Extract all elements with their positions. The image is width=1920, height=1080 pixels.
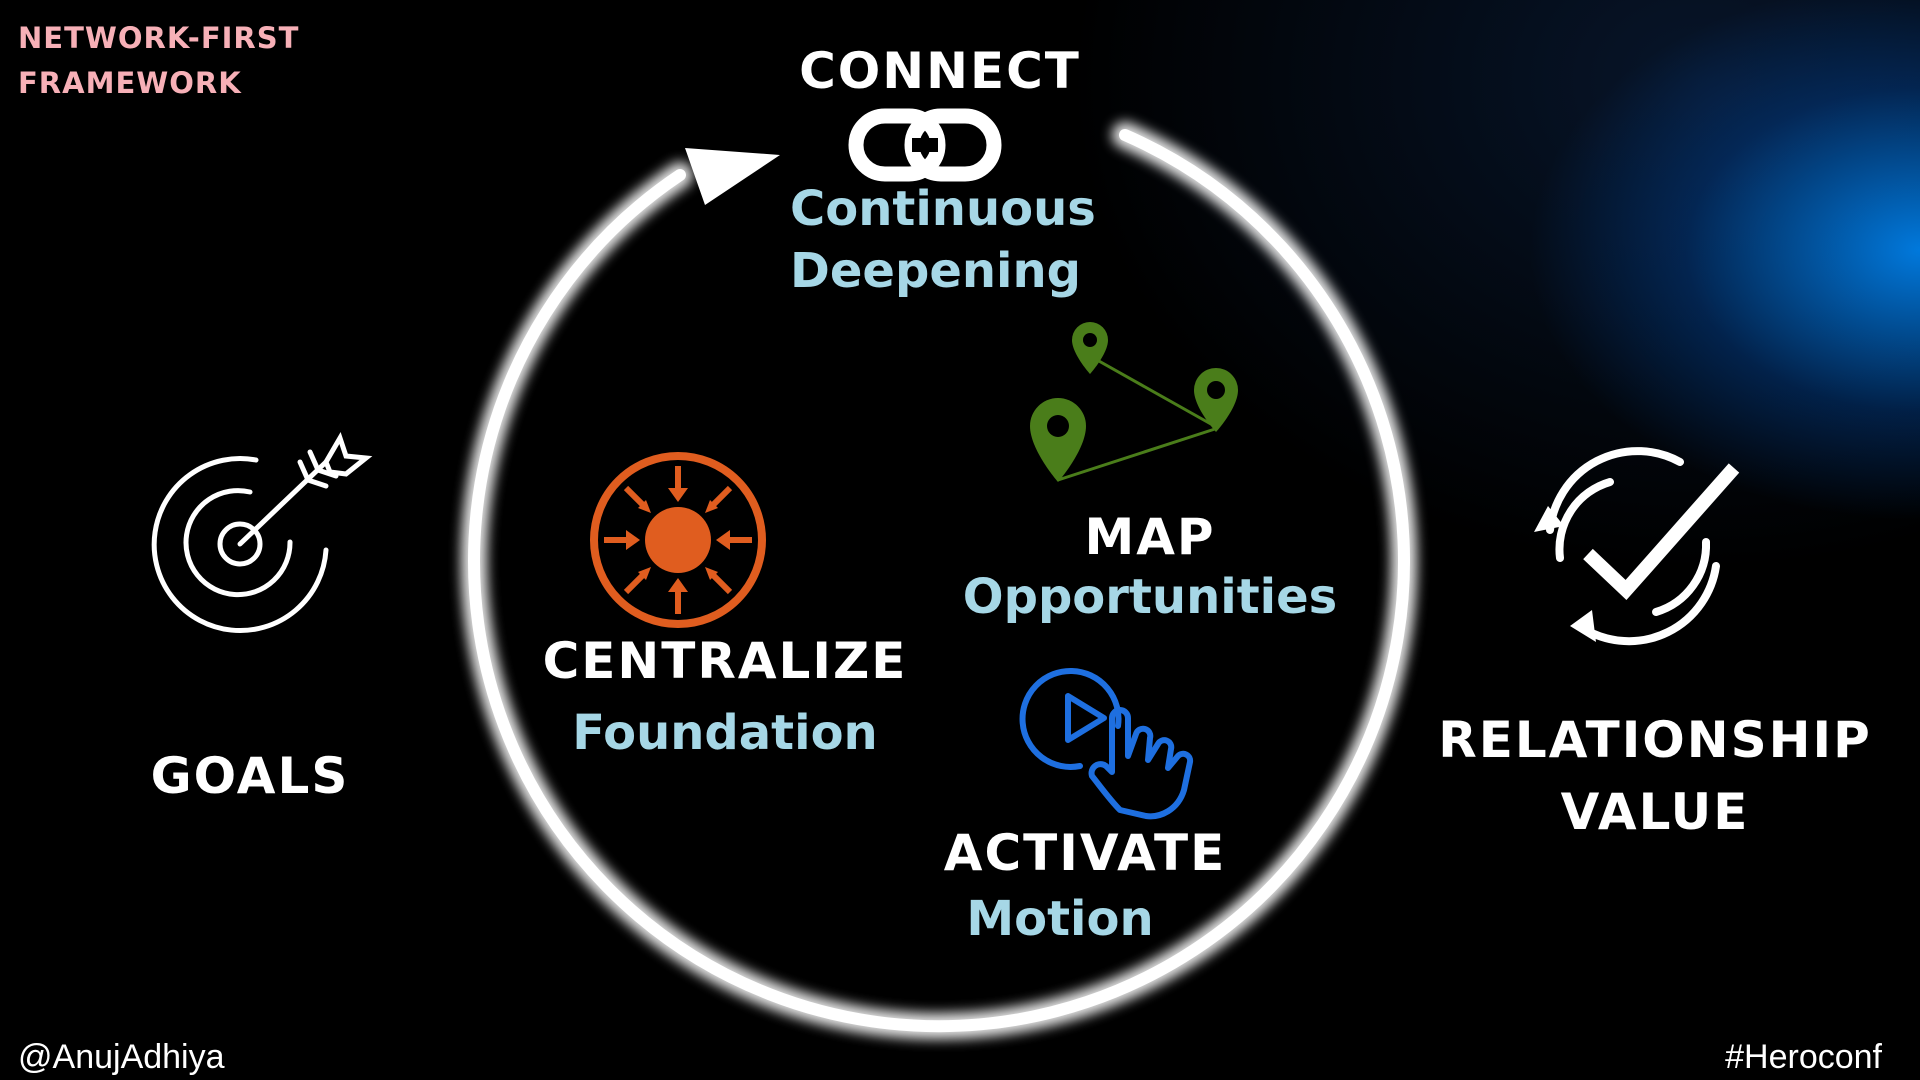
goals-label: GOALS [150,747,350,805]
relationship-label-line-1: RELATIONSHIP [1438,711,1872,769]
map-pins-icon [1030,322,1238,482]
kicker-line-1: NETWORK-FIRST [18,21,300,55]
event-hashtag: #Heroconf [1725,1038,1882,1076]
framework-kicker: NETWORK-FIRST FRAMEWORK [18,16,299,106]
centralize-subtitle: Foundation [572,705,878,761]
chain-link-icon [848,108,1002,182]
map-title: MAP [1084,508,1216,566]
centralize-arrows-icon [590,452,766,628]
map-subtitle: Opportunities [962,569,1338,625]
cycle-arrowhead [685,148,780,205]
cycle-check-icon [1534,447,1740,646]
connect-subtitle-line-1: Continuous [790,181,1096,237]
connect-subtitle-line-2: Deepening [790,243,1082,299]
play-click-icon [1019,667,1194,820]
activate-subtitle: Motion [966,891,1154,947]
centralize-title: CENTRALIZE [542,632,908,690]
author-handle: @AnujAdhiya [18,1038,225,1076]
activate-title: ACTIVATE [943,824,1227,882]
target-arrow-icon [151,431,373,634]
connect-subtitle: Continuous Deepening [790,178,1110,302]
relationship-label-line-2: VALUE [1560,783,1750,841]
connect-title: CONNECT [799,42,1081,100]
relationship-value-label: RELATIONSHIP VALUE [1405,704,1905,848]
cycle-ring-line [468,129,1411,1033]
kicker-line-2: FRAMEWORK [18,66,242,100]
